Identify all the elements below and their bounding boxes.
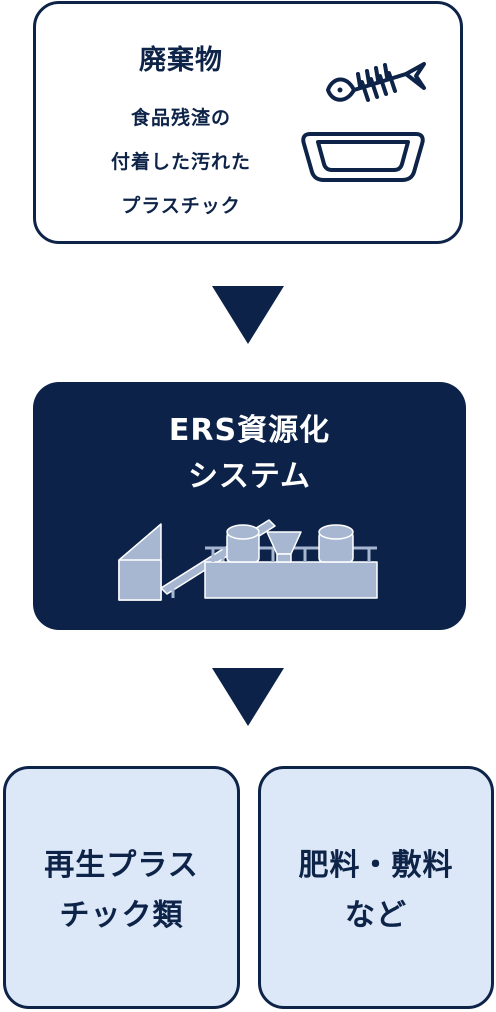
output-fertilizer-label: 肥料・敷料 など (298, 848, 454, 933)
down-triangle-arrow-icon (212, 286, 284, 344)
recycling-plant-machinery-icon (118, 519, 378, 601)
waste-box: 廃棄物 食品残渣の 付着した汚れた プラスチック (33, 1, 463, 244)
ers-system-title: ERS資源化 システム (168, 413, 331, 494)
fish-bone-on-tray-icon (301, 62, 426, 182)
ers-system-box: ERS資源化 システム (33, 382, 466, 630)
output-recycled-plastics-box: 再生プラス チック類 (3, 766, 240, 1009)
output-fertilizer-box: 肥料・敷料 など (258, 766, 494, 1009)
waste-description: 食品残渣の 付着した汚れた プラスチック (110, 107, 251, 217)
output-recycled-plastics-label: 再生プラス チック類 (44, 848, 199, 933)
waste-title: 廃棄物 (139, 45, 223, 76)
down-triangle-arrow-icon (212, 668, 284, 726)
